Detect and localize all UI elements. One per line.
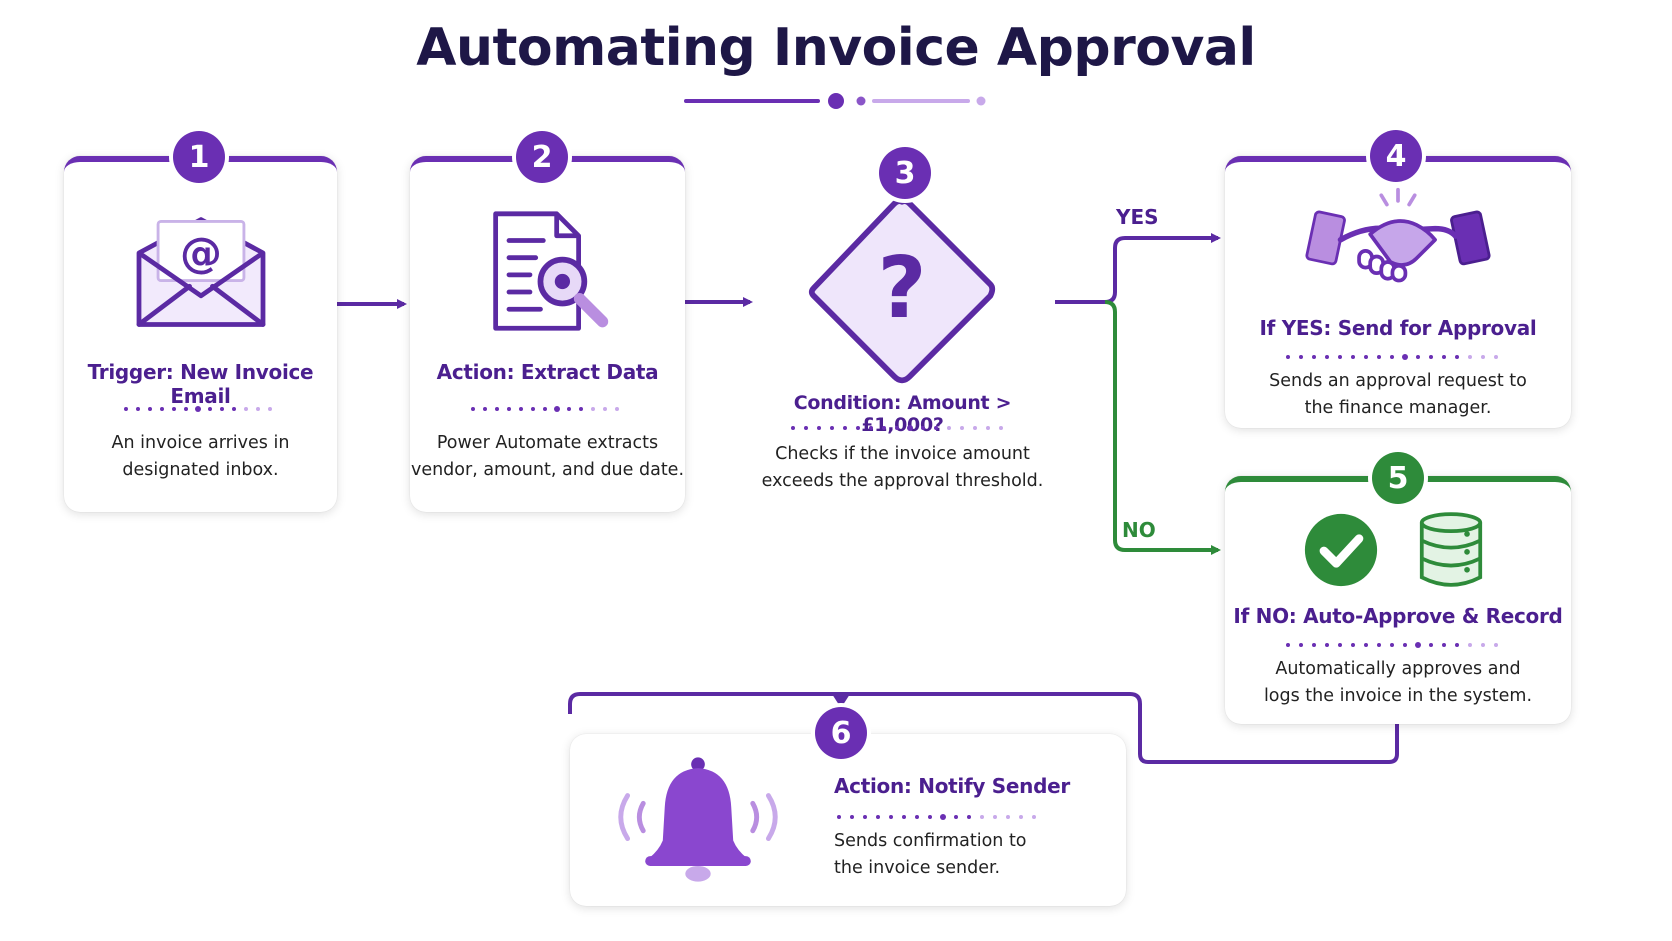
branch-yes-path bbox=[1055, 233, 1221, 304]
step-4-divider bbox=[1286, 354, 1498, 360]
step-card-6: Action: Notify Sender Sends confirmation… bbox=[570, 734, 1126, 906]
step-card-2: Action: Extract Data Power Automate extr… bbox=[410, 156, 685, 512]
step-2-title: Action: Extract Data bbox=[436, 360, 659, 384]
step-5-divider bbox=[1286, 642, 1498, 648]
step-3-divider bbox=[790, 425, 1003, 431]
step-1-divider bbox=[123, 406, 272, 412]
branch-yes-label: YES bbox=[1116, 205, 1159, 229]
branch-no-path bbox=[1104, 300, 1221, 555]
page-title: Automating Invoice Approval bbox=[416, 18, 1256, 78]
checkmark-icon bbox=[1304, 513, 1378, 587]
step-1-title: Trigger: New Invoice Email bbox=[87, 360, 314, 408]
svg-text:?: ? bbox=[878, 239, 927, 337]
step-1-description: An invoice arrives in designated inbox. bbox=[111, 433, 290, 480]
bell-icon bbox=[618, 757, 778, 882]
step-2-divider bbox=[470, 406, 619, 412]
step-3-title: Condition: Amount > £1,000? bbox=[793, 392, 1012, 436]
title-underline bbox=[684, 93, 986, 109]
step-1-badge: 1 bbox=[173, 131, 225, 183]
handshake-icon bbox=[1305, 187, 1491, 283]
database-icon bbox=[1419, 512, 1483, 587]
step-4-title: If YES: Send for Approval bbox=[1259, 316, 1537, 340]
step-3-badge: 3 bbox=[879, 147, 931, 199]
step-5-badge: 5 bbox=[1372, 452, 1424, 504]
step-6-divider bbox=[837, 814, 1036, 820]
step-6-description: Sends confirmation to the invoice sender… bbox=[834, 831, 1027, 878]
step-5-title: If NO: Auto-Approve & Record bbox=[1233, 604, 1563, 628]
step-6-title: Action: Notify Sender bbox=[834, 774, 1070, 798]
step-4-description: Sends an approval request to the finance… bbox=[1269, 371, 1527, 418]
arrow-5-6-head bbox=[832, 694, 850, 708]
question-diamond-icon: ? bbox=[808, 198, 996, 384]
document-search-icon bbox=[493, 211, 609, 331]
step-card-5: If NO: Auto-Approve & Record Automatical… bbox=[1225, 476, 1571, 724]
step-card-3: ? Condition: Amount > £1,000? Checks if … bbox=[750, 150, 1055, 500]
step-5-description: Automatically approves and logs the invo… bbox=[1263, 659, 1533, 706]
step-2-description: Power Automate extracts vendor, amount, … bbox=[410, 433, 685, 480]
step-2-badge: 2 bbox=[516, 131, 568, 183]
step-6-badge: 6 bbox=[815, 707, 867, 759]
step-card-4: If YES: Send for Approval Sends an appro… bbox=[1225, 156, 1571, 428]
svg-text:@: @ bbox=[180, 228, 222, 277]
arrow-5-6 bbox=[568, 692, 1399, 764]
step-card-1: @ Trigger: New Invoice Email An invoice … bbox=[64, 156, 337, 512]
step-3-description: Checks if the invoice amount exceeds the… bbox=[761, 444, 1044, 491]
step-4-badge: 4 bbox=[1370, 130, 1422, 182]
email-at-icon: @ bbox=[136, 217, 266, 327]
branch-no-label: NO bbox=[1122, 518, 1156, 542]
